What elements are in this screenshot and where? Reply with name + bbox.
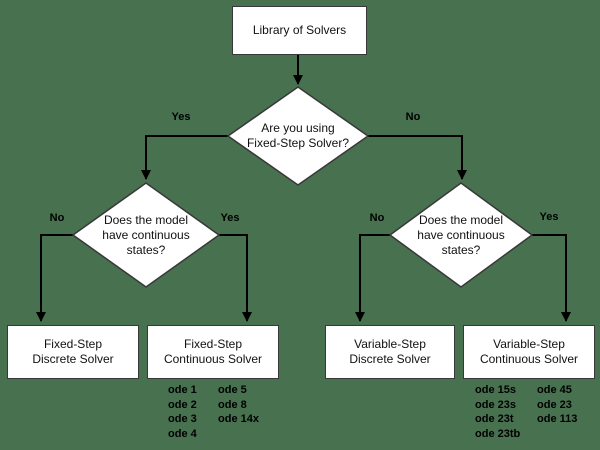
connector-top-no-to-right-decision [368,135,467,180]
fixed-continuous-line1: Fixed-Step [183,337,243,351]
solver-item: ode 4 [168,427,197,440]
solver-item: ode 1 [168,384,197,396]
library-of-solvers-box: Library of Solvers [232,6,367,55]
top-yes-label: Yes [171,111,191,123]
right-decision-line1: Does the model [418,213,504,227]
solver-item: ode 2 [168,398,197,411]
fixed-step-continuous-solver-box: Fixed-Step Continuous Solver [147,325,279,379]
variable-discrete-line1: Variable-Step [354,337,426,351]
variable-continuous-solver-list-col2: ode 45 ode 23 ode 113 [537,383,577,427]
top-decision-text: Are you using Fixed-Step Solver? [228,121,368,151]
right-yes-label: Yes [539,211,559,223]
left-decision-line2: have continuous [102,228,190,242]
left-yes-label: Yes [220,212,240,224]
fixed-discrete-line1: Fixed-Step [43,337,102,351]
solver-item: ode 3 [168,413,197,425]
fixed-continuous-line2: Continuous Solver [163,352,263,366]
variable-step-continuous-solver-box: Variable-Step Continuous Solver [463,325,595,379]
solver-item: ode 23t [475,413,514,425]
top-decision-diamond [226,86,370,186]
variable-continuous-line1: Variable-Step [493,337,565,351]
left-decision-text: Does the model have continuous states? [76,213,216,258]
top-no-label: No [405,111,421,123]
right-decision-line3: states? [441,243,481,257]
right-decision-text: Does the model have continuous states? [391,213,531,258]
right-decision-diamond [388,182,534,288]
solver-item: ode 5 [218,384,247,396]
right-decision-line2: have continuous [417,228,505,242]
right-no-label: No [369,212,385,224]
variable-continuous-solver-list-col1: ode 15s ode 23s ode 23t ode 23tb [475,383,520,441]
solver-item: ode 45 [537,384,572,396]
connector-top-yes-to-left-decision [141,135,228,180]
solver-item: ode 113 [537,413,578,425]
left-decision-diamond [71,182,221,288]
solver-item: ode 23tb [475,427,521,440]
top-decision-line2: Fixed-Step Solver? [246,136,350,150]
solver-item: ode 23 [537,398,572,411]
solver-item: ode 23s [475,398,516,411]
left-no-label: No [49,212,65,224]
fixed-step-discrete-solver-box: Fixed-Step Discrete Solver [7,325,139,379]
fixed-continuous-solver-list-col1: ode 1 ode 2 ode 3 ode 4 [168,383,197,441]
connector-left-no-to-fixed-discrete [36,234,73,322]
solver-item: ode 14x [218,413,259,425]
fixed-discrete-line2: Discrete Solver [32,352,114,366]
solver-item: ode 15s [475,384,516,396]
variable-continuous-line2: Continuous Solver [479,352,579,366]
variable-discrete-line2: Discrete Solver [349,352,431,366]
library-of-solvers-label: Library of Solvers [252,23,347,37]
top-decision-line1: Are you using [261,121,335,135]
connector-left-yes-to-fixed-continuous [219,234,252,322]
connector-right-no-to-variable-discrete [355,234,390,322]
variable-step-discrete-solver-box: Variable-Step Discrete Solver [325,325,455,379]
left-decision-line3: states? [126,243,166,257]
connector-right-yes-to-variable-continuous [532,234,571,322]
left-decision-line1: Does the model [103,213,189,227]
solver-item: ode 8 [218,398,247,411]
fixed-continuous-solver-list-col2: ode 5 ode 8 ode 14x [218,383,259,427]
